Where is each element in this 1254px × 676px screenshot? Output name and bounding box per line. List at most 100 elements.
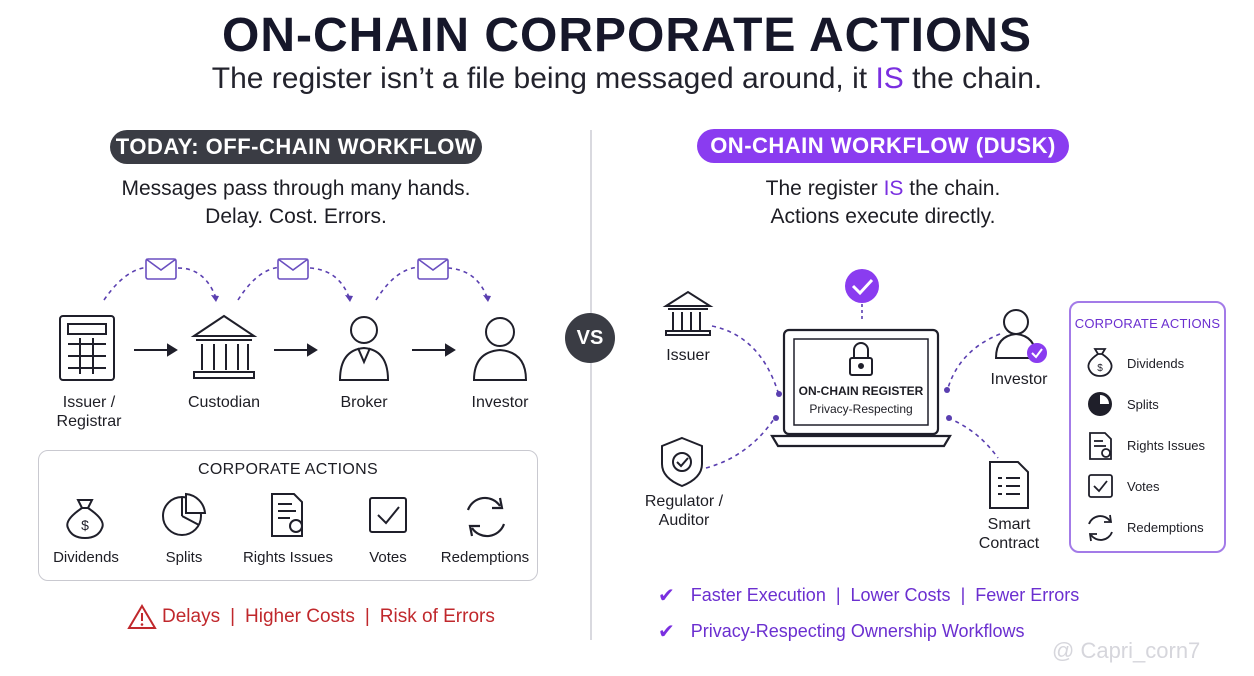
arc-issuer-custodian-a xyxy=(103,266,159,301)
benefit-item: Privacy-Respecting Ownership Workflows xyxy=(690,621,1025,641)
onchain-corporate-actions-box xyxy=(1069,301,1226,553)
subtitle-emphasis: IS xyxy=(875,62,904,95)
risk-separator: | xyxy=(364,606,370,627)
broker-person-icon xyxy=(338,316,390,381)
page-subtitle: The register isn’t a file being messaged… xyxy=(0,62,1254,96)
node-regulator-auditor: Regulator / Auditor xyxy=(636,492,732,530)
svg-text:$: $ xyxy=(1097,363,1103,374)
rights-document-icon xyxy=(271,493,303,537)
onchain-desc-line2: Actions execute directly. xyxy=(770,205,996,228)
offchain-description: Messages pass through many hands. Delay.… xyxy=(110,175,482,231)
onchain-action-label: Redemptions xyxy=(1127,520,1204,535)
node-issuer-onchain: Issuer xyxy=(666,347,710,364)
check-icon: ✔ xyxy=(658,585,675,607)
check-icon: ✔ xyxy=(658,621,675,643)
node-broker: Broker xyxy=(340,394,388,411)
offchain-corporate-actions-title: CORPORATE ACTIONS xyxy=(198,461,378,478)
vote-checkbox-icon xyxy=(1088,474,1113,498)
onchain-desc-line1: The register IS the chain. xyxy=(697,175,1069,203)
node-smart-contract: Smart Contract xyxy=(966,515,1052,553)
onchain-benefits-line1: ✔ Faster Execution | Lower Costs | Fewer… xyxy=(658,583,1079,608)
subtitle-text-end: the chain. xyxy=(903,62,1043,95)
offchain-action-label: Rights Issues xyxy=(242,549,334,566)
risk-item: Higher Costs xyxy=(245,606,355,627)
registrar-ledger-icon xyxy=(59,315,115,381)
onchain-corporate-actions-title: CORPORATE ACTIONS xyxy=(1074,316,1221,331)
register-subtitle: Privacy-Respecting xyxy=(809,402,913,416)
money-bag-icon: $ xyxy=(66,499,104,540)
issuer-bank-icon xyxy=(662,290,714,336)
node-contract-line2: Contract xyxy=(978,535,1040,552)
node-contract-line1: Smart xyxy=(987,516,1031,533)
offchain-action-label: Votes xyxy=(369,549,407,566)
node-regulator-line2: Auditor xyxy=(658,512,710,529)
vote-checkbox-icon xyxy=(369,497,407,533)
onchain-action-label: Rights Issues xyxy=(1127,438,1206,453)
onchain-benefits-line2: ✔ Privacy-Respecting Ownership Workflows xyxy=(658,619,1025,644)
onchain-pill: ON-CHAIN WORKFLOW (DUSK) xyxy=(697,129,1069,163)
offchain-corporate-actions-box xyxy=(38,450,538,581)
node-investor: Investor xyxy=(471,394,529,411)
register-title: ON-CHAIN REGISTER xyxy=(798,384,924,398)
arc-issuer-custodian-b xyxy=(177,267,217,299)
splits-pie-icon xyxy=(1088,392,1112,416)
benefit-separator: | xyxy=(835,585,841,605)
risk-item: Risk of Errors xyxy=(379,606,495,627)
benefit-item: Fewer Errors xyxy=(975,585,1080,605)
smart-contract-icon xyxy=(989,461,1029,509)
envelope-icon xyxy=(145,258,449,280)
benefit-separator: | xyxy=(960,585,966,605)
offchain-action-label: Dividends xyxy=(53,549,119,566)
panel-divider xyxy=(590,130,592,640)
onchain-desc-text-end: the chain. xyxy=(903,177,1001,200)
svg-text:$: $ xyxy=(81,517,89,533)
investor-person-icon xyxy=(472,317,528,381)
onchain-description: The register IS the chain. Actions execu… xyxy=(697,175,1069,231)
risk-separator: | xyxy=(230,606,236,627)
watermark: @ Capri_corn7 xyxy=(1052,638,1201,663)
warning-icon xyxy=(127,604,157,629)
node-custodian: Custodian xyxy=(187,394,261,411)
onchain-action-label: Dividends xyxy=(1127,356,1185,371)
redemption-cycle-icon xyxy=(1088,514,1113,542)
rights-document-icon xyxy=(1089,432,1112,460)
arc-custodian-broker-b xyxy=(309,267,351,301)
offchain-desc-line2: Delay. Cost. Errors. xyxy=(205,205,387,228)
link-contract-register xyxy=(947,417,999,459)
offchain-action-label: Splits xyxy=(165,549,203,566)
offchain-desc-line1: Messages pass through many hands. xyxy=(121,177,471,200)
link-regulator-register xyxy=(705,415,777,469)
pie-chart-icon xyxy=(162,492,207,536)
node-regulator-line1: Regulator / xyxy=(644,493,724,510)
verified-check-icon xyxy=(845,269,879,322)
offchain-risks: Delays | Higher Costs | Risk of Errors xyxy=(127,604,495,630)
benefit-item: Faster Execution xyxy=(690,585,826,605)
regulator-shield-icon xyxy=(661,436,703,488)
node-issuer-registrar: Issuer / Registrar xyxy=(44,393,134,431)
page-title: ON-CHAIN CORPORATE ACTIONS xyxy=(222,9,1032,62)
arc-broker-investor-b xyxy=(447,267,489,301)
risk-item: Delays xyxy=(162,606,221,627)
lock-icon xyxy=(849,342,873,376)
redemption-cycle-icon xyxy=(466,496,506,538)
node-issuer-line2: Registrar xyxy=(56,413,122,430)
laptop-register-icon xyxy=(770,328,952,448)
money-bag-icon: $ xyxy=(1087,348,1113,377)
custodian-bank-icon xyxy=(190,314,258,379)
vs-badge: VS xyxy=(565,313,615,363)
link-issuer-register xyxy=(711,325,779,393)
node-investor-onchain: Investor xyxy=(990,371,1048,388)
offchain-action-label: Redemptions xyxy=(440,549,530,566)
onchain-action-label: Splits xyxy=(1127,397,1159,412)
node-issuer-line1: Issuer / xyxy=(62,394,116,411)
offchain-pill: TODAY: OFF-CHAIN WORKFLOW xyxy=(110,130,482,164)
onchain-action-label: Votes xyxy=(1127,479,1160,494)
onchain-desc-text: The register xyxy=(765,177,884,200)
benefit-item: Lower Costs xyxy=(850,585,951,605)
onchain-desc-emphasis: IS xyxy=(883,177,904,200)
verified-investor-icon xyxy=(994,309,1047,363)
